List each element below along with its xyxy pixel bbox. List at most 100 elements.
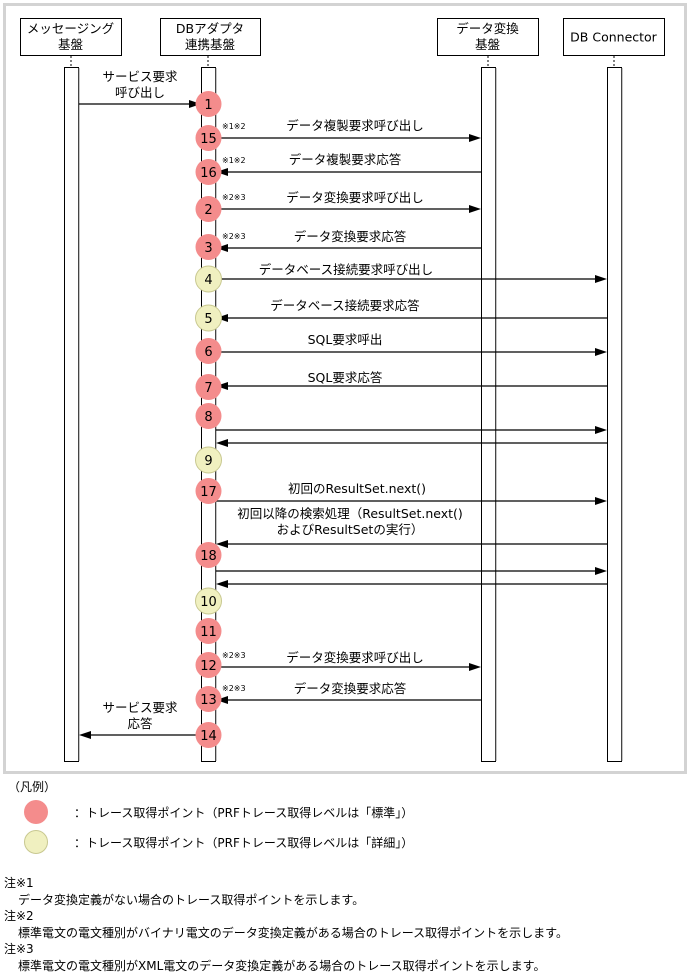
note-3-body: 標準電文の電文種別がXML電文のデータ変換定義がある場合のトレース取得ポイントを…	[4, 958, 568, 974]
trace-point-11: 11	[196, 618, 222, 644]
message-3: データ変換要求呼び出し※2※3	[216, 190, 481, 213]
messages: サービス要求呼び出しデータ複製要求呼び出し※1※2データ複製要求応答※1※2デー…	[79, 69, 607, 739]
trace-point-number: 11	[200, 625, 217, 640]
arrowhead-icon	[469, 205, 481, 213]
message-label: SQL要求呼出	[308, 332, 383, 347]
standard-trace-point-icon	[24, 800, 48, 824]
message-15: データ変換要求呼び出し※2※3	[216, 650, 481, 671]
trace-point-3: 3	[196, 234, 222, 260]
message-label: サービス要求	[102, 700, 178, 715]
participant-label: 基盤	[58, 37, 84, 52]
trace-point-13: 13	[196, 686, 222, 712]
message-4: データ変換要求応答※2※3	[216, 229, 481, 252]
message-14	[216, 580, 607, 588]
note-3-head: 注※3	[4, 941, 568, 958]
notes: 注※1 データ変換定義がない場合のトレース取得ポイントを示します。 注※2 標準…	[4, 875, 568, 974]
trace-point-number: 10	[200, 595, 217, 610]
message-9	[216, 426, 607, 434]
arrowhead-icon	[595, 275, 607, 283]
message-label: データベース接続要求応答	[270, 298, 420, 313]
trace-point-9: 9	[196, 447, 222, 473]
trace-point-4: 4	[196, 266, 222, 292]
trace-point-18: 18	[196, 542, 222, 568]
message-label: サービス要求	[102, 69, 178, 84]
trace-point-14: 14	[196, 722, 222, 748]
message-label: データ複製要求呼び出し	[286, 118, 424, 133]
trace-point-number: 7	[204, 381, 212, 396]
trace-point-number: 8	[204, 410, 212, 425]
participant-label: データ変換	[456, 21, 519, 36]
message-6: データベース接続要求応答	[216, 298, 607, 322]
legend-text-detail: ：トレース取得ポイント（PRFトレース取得レベルは「詳細」）	[74, 834, 413, 851]
detail-trace-point-icon	[24, 830, 48, 854]
trace-point-number: 9	[204, 454, 212, 469]
trace-point-6: 6	[196, 338, 222, 364]
trace-point-1: 1	[196, 91, 222, 117]
trace-point-number: 5	[204, 312, 212, 327]
message-16: データ変換要求応答※2※3	[216, 681, 481, 704]
message-2: データ複製要求応答※1※2	[216, 152, 481, 176]
message-8: SQL要求応答	[216, 370, 607, 390]
message-label: およびResultSetの実行）	[277, 522, 424, 537]
trace-point-17: 17	[196, 478, 222, 504]
arrowhead-icon	[595, 426, 607, 434]
arrowhead-icon	[595, 348, 607, 356]
trace-point-number: 12	[200, 659, 217, 674]
trace-point-number: 6	[204, 345, 212, 360]
trace-point-number: 17	[200, 485, 217, 500]
arrowhead-icon	[469, 134, 481, 142]
legend-text-standard: ：トレース取得ポイント（PRFトレース取得レベルは「標準」）	[74, 804, 413, 821]
trace-point-number: 18	[200, 549, 217, 564]
trace-point-2: 2	[196, 196, 222, 222]
trace-point-7: 7	[196, 374, 222, 400]
message-note-ref: ※1※2	[222, 122, 246, 131]
trace-point-10: 10	[196, 588, 222, 614]
message-10	[216, 439, 607, 447]
message-label: 呼び出し	[115, 85, 165, 100]
arrowhead-icon	[595, 497, 607, 505]
trace-point-number: 13	[200, 693, 217, 708]
trace-point-number: 4	[204, 273, 212, 288]
note-1-head: 注※1	[4, 875, 568, 892]
message-label: 初回以降の検索処理（ResultSet.next()	[237, 506, 463, 521]
arrowhead-icon	[216, 580, 228, 588]
message-note-ref: ※1※2	[222, 156, 246, 165]
message-5: データベース接続要求呼び出し	[216, 262, 607, 283]
trace-point-number: 16	[200, 166, 217, 181]
trace-point-number: 14	[200, 729, 217, 744]
message-1: データ複製要求呼び出し ※1※2	[216, 118, 481, 142]
participant-label: DBアダプタ	[176, 21, 244, 36]
activation-bar	[608, 68, 622, 762]
participant-label: DB Connector	[570, 30, 658, 45]
arrowhead-icon	[216, 439, 228, 447]
note-2-body: 標準電文の電文種別がバイナリ電文のデータ変換定義がある場合のトレース取得ポイント…	[4, 925, 568, 942]
message-note-ref: ※2※3	[222, 193, 246, 202]
arrowhead-icon	[79, 731, 91, 739]
message-13	[216, 567, 607, 575]
message-label: 応答	[127, 716, 153, 731]
participant-label: 連携基盤	[185, 37, 236, 52]
participant-label: 基盤	[475, 37, 501, 52]
participant-dbc: DB Connector	[564, 19, 665, 762]
note-1-body: データ変換定義がない場合のトレース取得ポイントを示します。	[4, 892, 568, 909]
message-12: 初回以降の検索処理（ResultSet.next()およびResultSetの実…	[216, 506, 607, 548]
message-11: 初回のResultSet.next()	[216, 481, 607, 505]
message-note-ref: ※2※3	[222, 684, 246, 693]
trace-point-number: 2	[204, 203, 212, 218]
activation-bar	[482, 68, 496, 762]
trace-point-5: 5	[196, 305, 222, 331]
note-2-head: 注※2	[4, 908, 568, 925]
message-note-ref: ※2※3	[222, 651, 246, 660]
message-7: SQL要求呼出	[216, 332, 607, 356]
trace-point-8: 8	[196, 403, 222, 429]
trace-point-number: 1	[204, 98, 212, 113]
participant-label: メッセージング	[27, 21, 114, 36]
message-label: SQL要求応答	[308, 370, 383, 385]
arrowhead-icon	[469, 663, 481, 671]
activation-bar	[65, 68, 79, 762]
